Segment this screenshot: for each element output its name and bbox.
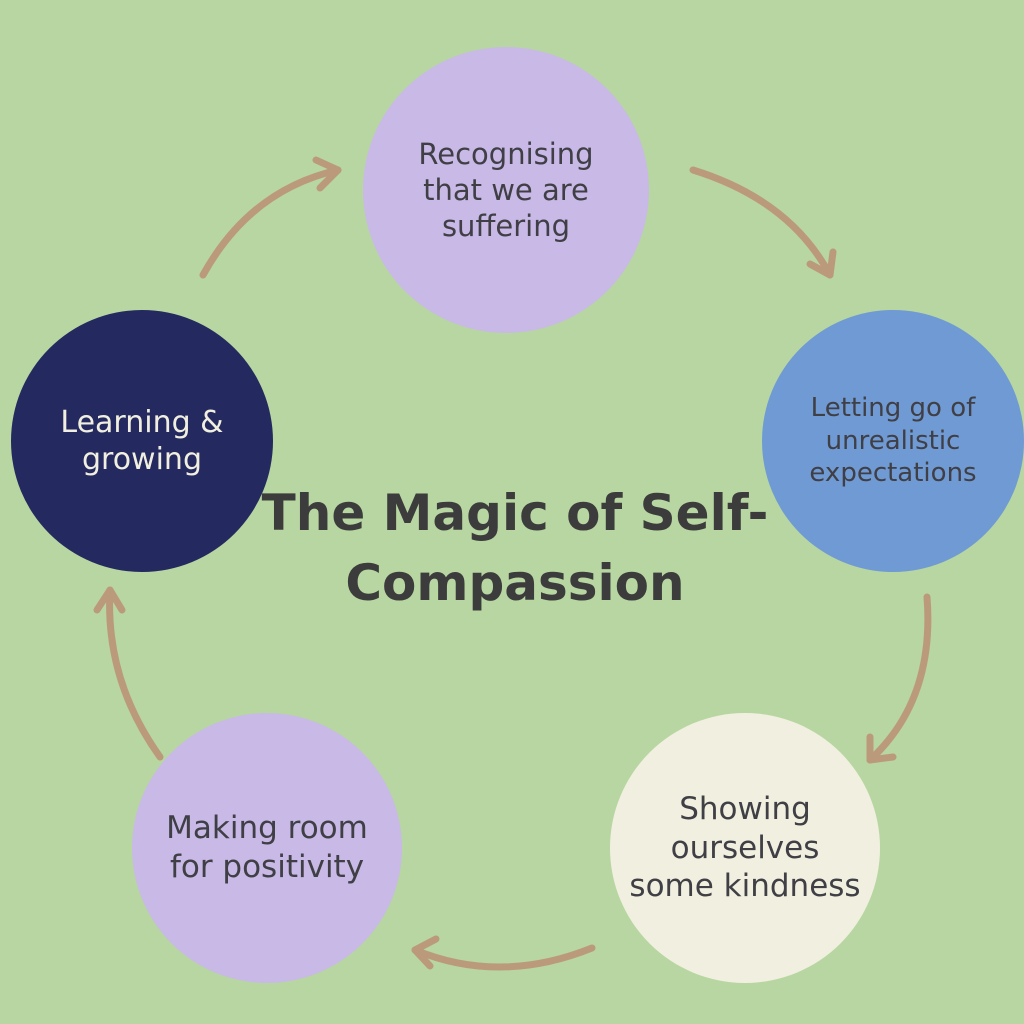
- step-recognising-suffering: Recognising that we are suffering: [363, 47, 649, 333]
- step-label: Showing ourselves some kindness: [629, 790, 861, 905]
- diagram-title: The Magic of Self- Compassion: [261, 484, 769, 612]
- step-showing-kindness: Showing ourselves some kindness: [610, 713, 880, 983]
- step-label: Making room for positivity: [166, 810, 368, 885]
- step-letting-go: Letting go of unrealistic expectations: [762, 310, 1024, 572]
- step-making-room: Making room for positivity: [132, 713, 402, 983]
- arrow-positivity-to-learning: [93, 586, 164, 761]
- arrow-kindness-to-positivity: [411, 935, 596, 971]
- step-learning-growing: Learning & growing: [11, 310, 273, 572]
- arrow-recognising-to-letting-go: [689, 166, 837, 279]
- step-label: Letting go of unrealistic expectations: [809, 393, 977, 489]
- step-label: Learning & growing: [60, 404, 224, 478]
- arrow-learning-to-recognising: [199, 156, 342, 279]
- arrow-letting-go-to-kindness: [866, 593, 932, 764]
- step-label: Recognising that we are suffering: [418, 136, 594, 244]
